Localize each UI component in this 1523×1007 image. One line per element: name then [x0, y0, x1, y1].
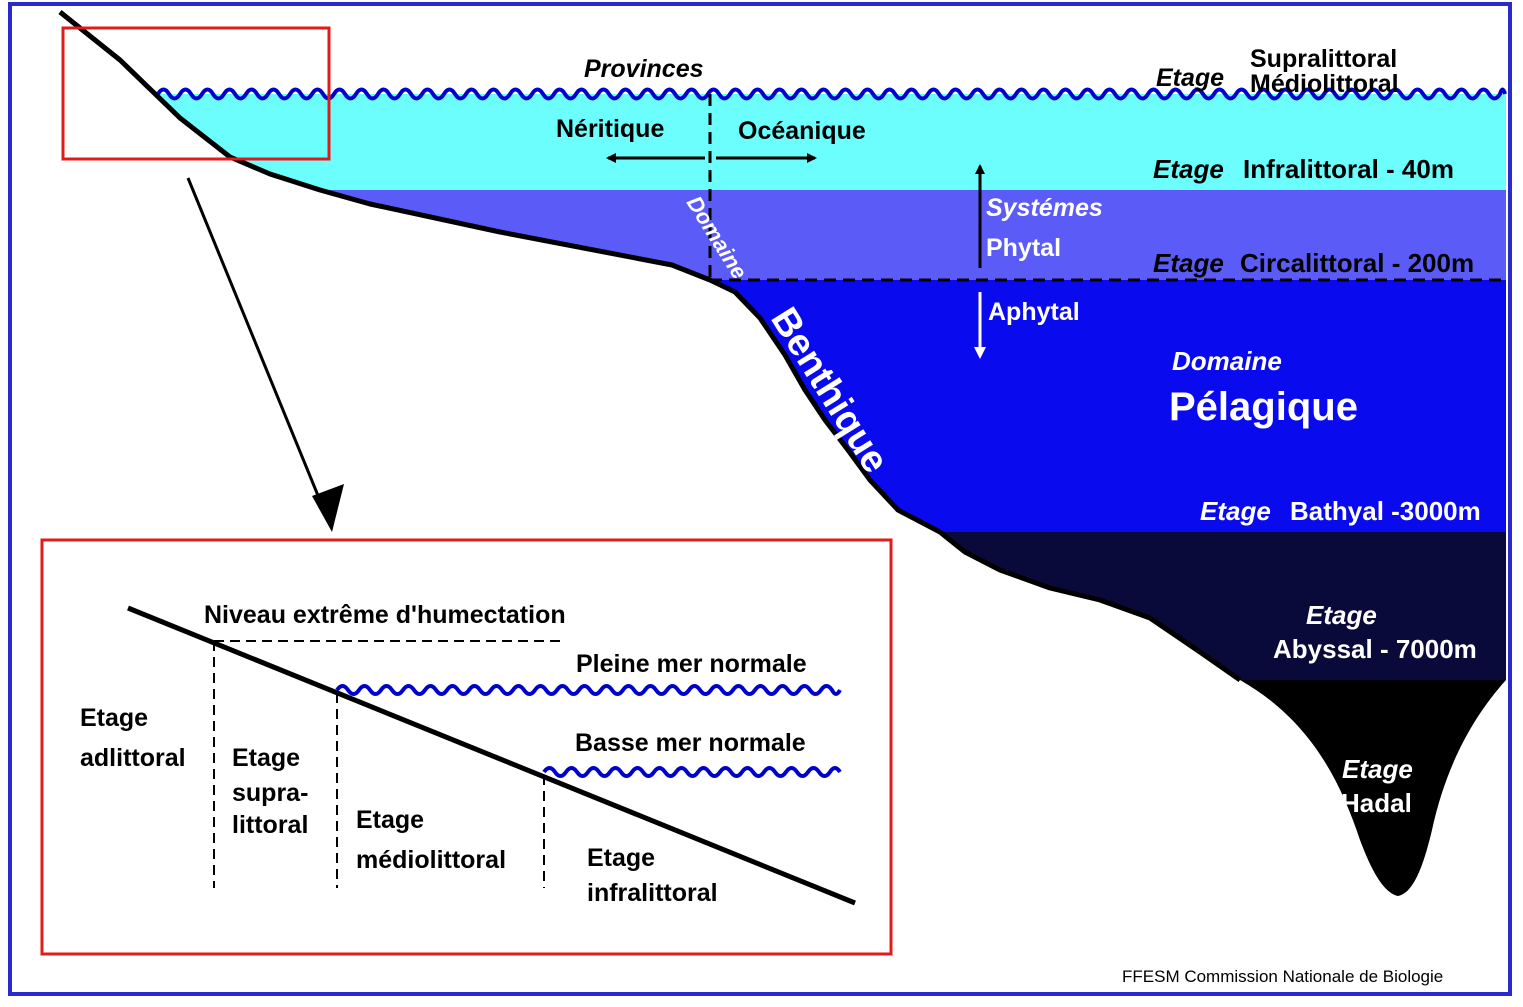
oceanique-label: Océanique	[738, 117, 866, 145]
hadal-name-label: Hadal	[1341, 788, 1412, 818]
circalittoral-zone	[320, 190, 1506, 280]
circalittoral-etage-label: Etage	[1153, 248, 1224, 278]
abyssal-zone	[940, 532, 1506, 680]
sea-floor-line	[58, 10, 1242, 683]
domaine-pelagique-label: Domaine	[1172, 346, 1282, 376]
aphytal-label: Aphytal	[988, 298, 1080, 326]
sea-surface-wave	[156, 87, 1507, 101]
abyssal-name-label: Abyssal - 7000m	[1273, 634, 1477, 664]
supralittoral-inset-name1-label: supra-	[232, 779, 308, 807]
hadal-etage-label: Etage	[1342, 754, 1413, 784]
neritique-label: Néritique	[556, 115, 664, 143]
supralittoral-label: Supralittoral	[1250, 45, 1397, 73]
high-tide-label: Pleine mer normale	[576, 650, 807, 678]
zoom-pointer-arrowhead	[312, 484, 344, 532]
abyssal-etage-label: Etage	[1306, 600, 1377, 630]
infralittoral-inset-etage-label: Etage	[587, 844, 655, 872]
infralittoral-inset-name-label: infralittoral	[587, 879, 718, 907]
infralittoral-zone	[158, 94, 1506, 190]
infralittoral-etage-label: Etage	[1153, 154, 1224, 184]
credit-text: FFESM Commission Nationale de Biologie	[1122, 967, 1443, 986]
inset-shore-line	[127, 605, 856, 906]
adlittoral-name-label: adlittoral	[80, 744, 186, 772]
bathyal-pelagic-zone	[710, 280, 1506, 532]
outer-frame	[8, 2, 1512, 996]
low-tide-wave	[542, 766, 842, 778]
infralittoral-name-label: Infralittoral - 40m	[1243, 154, 1454, 184]
supralittoral-inset-etage-label: Etage	[232, 744, 300, 772]
zoom-pointer-arrow	[186, 177, 330, 521]
mediolittoral-inset-name-label: médiolittoral	[356, 846, 506, 874]
adlittoral-etage-label: Etage	[80, 704, 148, 732]
phytal-label: Phytal	[986, 234, 1061, 262]
mediolittoral-inset-etage-label: Etage	[356, 806, 424, 834]
circalittoral-name-label: Circalittoral - 200m	[1240, 248, 1474, 278]
zoom-highlight-box	[61, 26, 331, 161]
bathyal-name-label: Bathyal -3000m	[1290, 496, 1481, 526]
pelagique-label: Pélagique	[1169, 385, 1358, 429]
systemes-label: Systémes	[986, 194, 1103, 222]
hadal-trench	[1240, 680, 1506, 896]
littoral-inset: Niveau extrême d'humectation Pleine mer …	[40, 538, 893, 956]
mediolittoral-label: Médiolittoral	[1250, 70, 1399, 98]
high-tide-wave	[335, 684, 842, 696]
etage-top-label: Etage	[1156, 64, 1224, 92]
bathyal-etage-label: Etage	[1200, 496, 1271, 526]
provinces-label: Provinces	[584, 55, 704, 83]
low-tide-label: Basse mer normale	[575, 729, 806, 757]
supralittoral-inset-name2-label: littoral	[232, 811, 308, 839]
humectation-label: Niveau extrême d'humectation	[204, 601, 566, 629]
